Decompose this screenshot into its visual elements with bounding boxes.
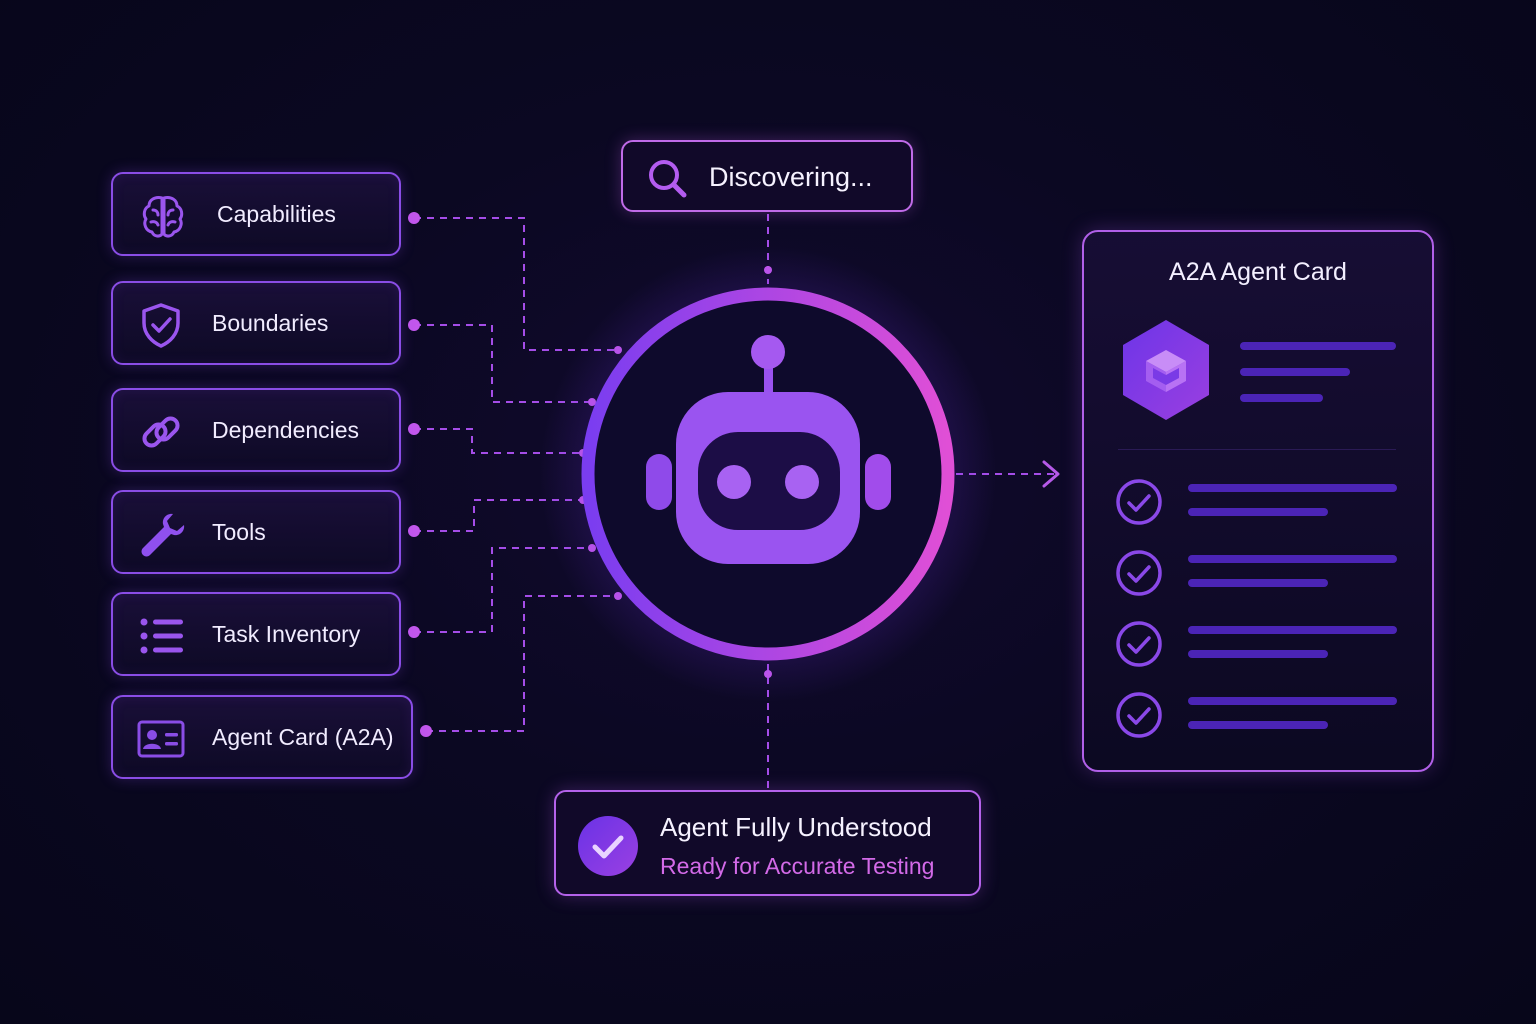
output-arrowhead [1042, 460, 1060, 488]
port-dot [420, 725, 432, 737]
search-icon [649, 160, 687, 198]
result-subtitle: Ready for Accurate Testing [660, 853, 935, 879]
port-dot [408, 319, 420, 331]
check-circle-icon [1116, 550, 1162, 596]
discovering-status: Discovering... [621, 140, 913, 212]
wire-boundaries [414, 324, 592, 403]
item-task-inventory[interactable]: Task Inventory [111, 592, 401, 676]
wire-capabilities [414, 217, 618, 351]
port-dot [408, 626, 420, 638]
card-line [1240, 342, 1396, 350]
cube-hexagon-icon [1123, 320, 1209, 420]
item-label: Tools [212, 519, 266, 545]
item-dependencies[interactable]: Dependencies [111, 388, 401, 472]
wire-agent-card [426, 595, 618, 732]
wrench-icon [141, 513, 185, 557]
id-card-icon [137, 720, 185, 758]
port-dot [408, 525, 420, 537]
card-title: A2A Agent Card [1169, 258, 1347, 286]
item-label: Capabilities [217, 201, 336, 227]
card-divider [1118, 449, 1396, 450]
checklist-line [1188, 579, 1328, 587]
checklist-row [1114, 477, 1404, 527]
check-badge-icon [578, 816, 638, 876]
item-agent-card[interactable]: Agent Card (A2A) [111, 695, 413, 779]
checklist-row [1114, 690, 1404, 740]
result-banner: Agent Fully Understood Ready for Accurat… [554, 790, 981, 896]
item-label: Task Inventory [212, 621, 361, 647]
card-line [1240, 394, 1323, 402]
check-circle-icon [1116, 692, 1162, 738]
shield-check-icon [142, 303, 180, 348]
check-circle-icon [1116, 479, 1162, 525]
checklist-line [1188, 650, 1328, 658]
item-boundaries[interactable]: Boundaries [111, 281, 401, 365]
checklist-line [1188, 508, 1328, 516]
checklist-line [1188, 697, 1397, 705]
card-line [1240, 368, 1350, 376]
port-dot [408, 423, 420, 435]
checklist-line [1188, 555, 1397, 563]
robot-icon [646, 335, 891, 564]
wire-task-inventory [414, 547, 592, 633]
check-circle-icon [1116, 621, 1162, 667]
result-title: Agent Fully Understood [660, 812, 932, 842]
port-dot [408, 212, 420, 224]
checklist-row [1114, 548, 1404, 598]
checklist-line [1188, 484, 1397, 492]
checklist-line [1188, 626, 1397, 634]
checklist-row [1114, 619, 1404, 669]
item-tools[interactable]: Tools [111, 490, 401, 574]
wire-dependencies [414, 428, 583, 454]
brain-icon [142, 196, 184, 238]
list-icon [140, 618, 183, 654]
item-label: Agent Card (A2A) [212, 724, 394, 750]
agent-card-panel: A2A Agent Card [1082, 230, 1434, 772]
status-label: Discovering... [709, 162, 873, 192]
item-label: Boundaries [212, 310, 329, 336]
item-capabilities[interactable]: Capabilities [111, 172, 401, 256]
wire-tools [414, 499, 583, 532]
checklist-line [1188, 721, 1328, 729]
link-icon [142, 416, 180, 448]
item-label: Dependencies [212, 417, 360, 443]
hub-ring [581, 287, 955, 661]
